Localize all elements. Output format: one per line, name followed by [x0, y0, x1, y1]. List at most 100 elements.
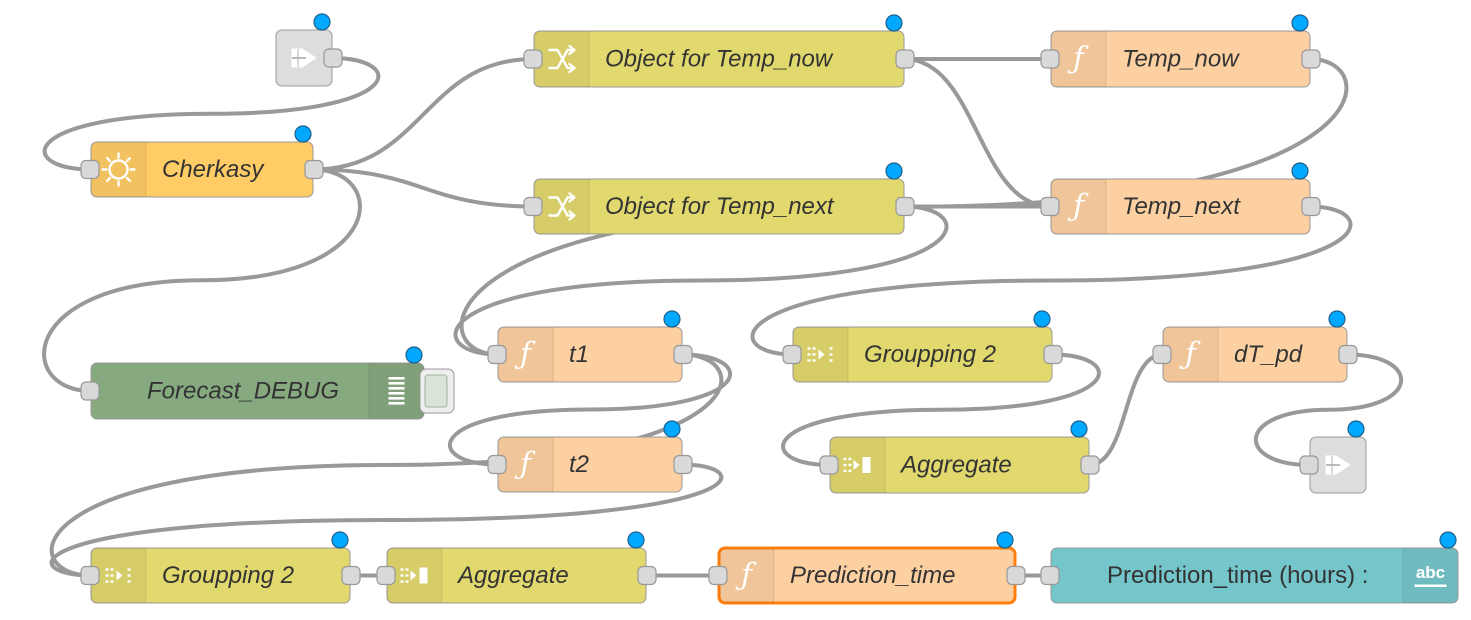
node-label: Forecast_DEBUG — [147, 377, 339, 404]
changed-indicator-dot — [663, 310, 681, 328]
changed-indicator-dot — [1439, 531, 1457, 549]
output-port[interactable] — [673, 454, 693, 475]
changed-indicator-dot — [663, 420, 681, 438]
wire-cherkasy-to-obj-temp-next[interactable] — [312, 167, 535, 209]
node-obj-temp-next[interactable]: Object for Temp_next — [523, 162, 915, 235]
input-port[interactable] — [1040, 565, 1060, 586]
link-icon — [291, 48, 317, 68]
wire-groupping-2-mid-to-aggregate-mid[interactable] — [781, 352, 1101, 467]
node-label: t2 — [569, 451, 589, 478]
changed-indicator-dot — [1070, 420, 1088, 438]
function-icon: ƒ — [1179, 337, 1201, 372]
node-aggregate-bottom[interactable]: Aggregate — [376, 531, 657, 604]
node-obj-temp-now[interactable]: Object for Temp_now — [523, 14, 915, 88]
input-port[interactable] — [487, 454, 507, 475]
wire-cherkasy-to-forecast-debug[interactable] — [42, 167, 362, 393]
wires-layer — [42, 56, 1404, 578]
output-port[interactable] — [341, 565, 361, 586]
input-port[interactable] — [80, 159, 100, 180]
node-label: Temp_next — [1122, 193, 1241, 220]
node-label: Prediction_time (hours) : — [1107, 562, 1368, 589]
node-t1[interactable]: ƒ t1 — [487, 310, 693, 383]
output-port[interactable] — [1043, 344, 1063, 365]
wire-link-in-top-to-cherkasy[interactable] — [42, 56, 381, 172]
node-label: Aggregate — [899, 451, 1012, 478]
wire-aggregate-mid-to-dt-pd[interactable] — [1088, 352, 1164, 467]
node-forecast-debug[interactable]: Forecast_DEBUG — [80, 346, 455, 420]
changed-indicator-dot — [1033, 310, 1051, 328]
input-port[interactable] — [708, 565, 728, 586]
node-label: Temp_now — [1122, 45, 1240, 72]
function-icon: ƒ — [735, 558, 757, 593]
node-label: Cherkasy — [162, 156, 265, 183]
node-link-in-top[interactable] — [275, 13, 343, 87]
changed-indicator-dot — [331, 531, 349, 549]
wire-obj-temp-now-to-temp-next[interactable] — [903, 57, 1052, 209]
input-port[interactable] — [1040, 49, 1060, 69]
batch-icon — [807, 347, 833, 362]
abc-icon: abc — [1414, 563, 1447, 587]
debug-toggle-inner — [424, 374, 448, 408]
svg-text:ƒ: ƒ — [514, 337, 536, 372]
output-port[interactable] — [895, 49, 915, 69]
output-port[interactable] — [673, 344, 693, 365]
function-icon: ƒ — [514, 447, 536, 482]
node-aggregate-mid[interactable]: Aggregate — [819, 420, 1100, 494]
wire-t2-to-groupping-2-bottom[interactable] — [49, 462, 724, 578]
output-port[interactable] — [1080, 455, 1100, 475]
batch-icon — [105, 568, 131, 583]
output-port[interactable] — [1338, 344, 1358, 365]
function-icon: ƒ — [514, 337, 536, 372]
input-port[interactable] — [80, 565, 100, 586]
input-port[interactable] — [1040, 196, 1060, 217]
input-port[interactable] — [487, 344, 507, 365]
input-port[interactable] — [523, 49, 543, 69]
wire-temp-next-to-groupping-2-mid[interactable] — [750, 204, 1353, 357]
svg-text:ƒ: ƒ — [735, 558, 757, 593]
input-port[interactable] — [782, 344, 802, 365]
node-label: Groupping 2 — [864, 341, 996, 368]
svg-text:ƒ: ƒ — [1179, 337, 1201, 372]
output-port[interactable] — [1006, 565, 1026, 586]
input-port[interactable] — [819, 455, 839, 475]
input-port[interactable] — [523, 196, 543, 217]
node-temp-now[interactable]: ƒ Temp_now — [1040, 14, 1321, 88]
output-port[interactable] — [304, 159, 324, 180]
node-label: t1 — [569, 341, 589, 368]
node-groupping-2-mid[interactable]: Groupping 2 — [782, 310, 1063, 383]
input-port[interactable] — [1299, 455, 1319, 475]
wire-dt-pd-to-link-out-right[interactable] — [1253, 352, 1404, 467]
node-cherkasy[interactable]: Cherkasy — [80, 125, 324, 198]
changed-indicator-dot — [313, 13, 331, 31]
shuffle-icon — [548, 192, 576, 221]
output-port[interactable] — [1301, 196, 1321, 217]
input-port[interactable] — [1152, 344, 1172, 365]
wire-t1-to-groupping-2-bottom[interactable] — [49, 352, 724, 578]
node-label: Groupping 2 — [162, 562, 294, 589]
output-port[interactable] — [637, 565, 657, 586]
input-port[interactable] — [376, 565, 396, 586]
node-prediction-time-hours[interactable]: abc Prediction_time (hours) : — [1040, 531, 1459, 604]
node-t2[interactable]: ƒ t2 — [487, 420, 693, 493]
sun-icon — [101, 152, 136, 187]
node-link-out-right[interactable] — [1299, 420, 1367, 494]
node-label: Object for Temp_next — [605, 193, 835, 220]
wire-obj-temp-next-to-t1[interactable] — [453, 204, 949, 357]
node-groupping-2-bottom[interactable]: Groupping 2 — [80, 531, 361, 604]
join-icon — [400, 567, 428, 584]
changed-indicator-dot — [627, 531, 645, 549]
output-port[interactable] — [323, 48, 343, 68]
wire-cherkasy-to-obj-temp-now[interactable] — [312, 57, 535, 172]
link-icon — [1325, 455, 1351, 475]
changed-indicator-dot — [885, 14, 903, 32]
output-port[interactable] — [895, 196, 915, 217]
output-port[interactable] — [1301, 49, 1321, 69]
input-port[interactable] — [80, 381, 100, 401]
svg-text:ƒ: ƒ — [1067, 41, 1089, 76]
wire-t1-to-t2[interactable] — [447, 352, 733, 467]
